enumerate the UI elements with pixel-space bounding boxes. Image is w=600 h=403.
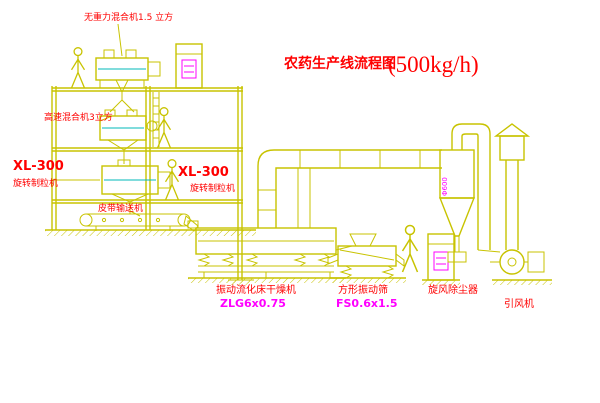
induced-draft-fan [477, 249, 552, 285]
high-speed-mixer [99, 109, 158, 164]
label-draft-fan: 引风机 [504, 297, 534, 310]
label-granulator-left-name: 旋转制粒机 [13, 177, 58, 189]
label-granulator-center-name: 旋转制粒机 [190, 182, 235, 194]
label-sieve-model: FS0.6x1.5 [336, 297, 398, 310]
ladder [152, 92, 160, 147]
gravity-free-mixer [95, 49, 161, 113]
person-icon [401, 224, 419, 273]
cyclone-size-label: Φ600 [441, 177, 449, 196]
diagram-title: 农药生产线流程图 [283, 55, 396, 72]
rotary-granulator [101, 159, 171, 214]
cyclone-separator: Φ600 [438, 123, 491, 263]
diagram-capacity: (500kg/h) [388, 52, 479, 77]
label-granulator-center-model: XL-300 [178, 165, 229, 180]
label-fluid-bed-dryer: 振动流化床干燥机 [216, 283, 296, 296]
label-dryer-model: ZLG6x0.75 [220, 297, 286, 310]
label-top-mixer: 无重力混合机1.5 立方 [84, 11, 173, 23]
person-icon [164, 159, 180, 201]
leader-lines [52, 23, 141, 217]
label-high-speed-mixer: 高速混合机3立方 [44, 111, 113, 123]
fluid-bed-dryer [187, 220, 353, 283]
person-icon [70, 47, 86, 89]
label-cyclone: 旋风除尘器 [428, 283, 478, 296]
exhaust-duct [257, 149, 442, 228]
labels: 农药生产线流程图 (500kg/h) 无重力混合机1.5 立方 高速混合机3立方… [13, 11, 534, 310]
label-belt-conveyor: 皮带输送机 [98, 202, 143, 214]
control-cabinet-top [175, 43, 203, 89]
label-square-sieve: 方形振动筛 [338, 283, 388, 296]
label-granulator-left-model: XL-300 [13, 159, 64, 174]
belt-conveyor [79, 213, 199, 232]
square-vibrating-sieve [327, 233, 406, 283]
exhaust-stack [493, 123, 531, 250]
control-cabinet-ground [422, 233, 460, 285]
